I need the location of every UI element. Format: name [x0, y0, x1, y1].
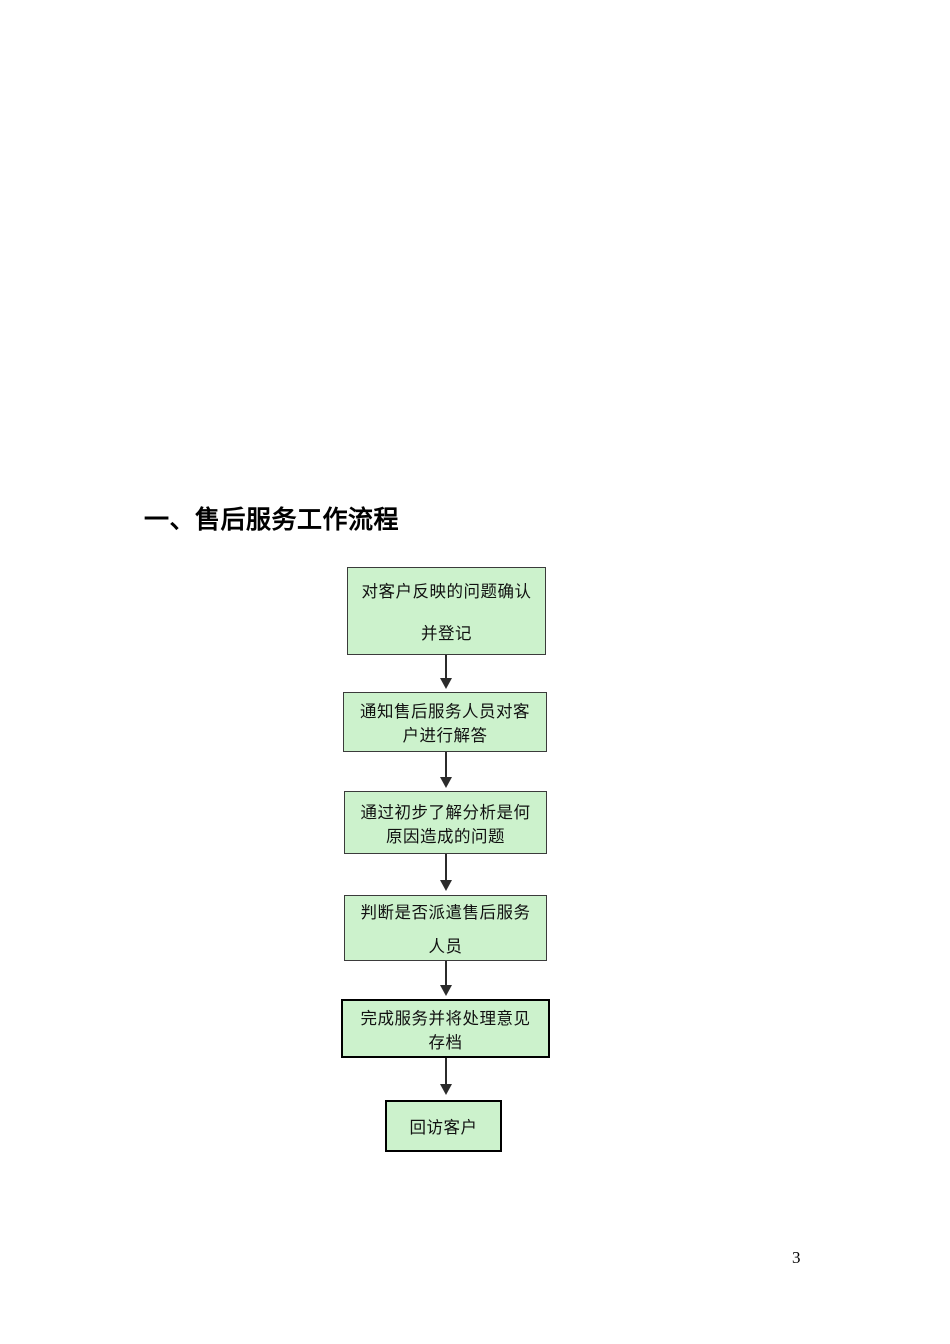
flow-node-label-line: 通过初步了解分析是何	[360, 802, 531, 822]
flow-node-follow-up-customer[interactable]: 回访客户	[385, 1100, 502, 1152]
flow-node-label-line: 人员	[428, 937, 463, 956]
connector-line-4	[445, 961, 447, 988]
connector-arrowhead-4	[440, 985, 452, 996]
flow-node-label-line: 存档	[428, 1032, 463, 1052]
flow-node-notify-service-staff[interactable]: 通知售后服务人员对客 户进行解答	[343, 692, 547, 752]
flow-node-label-line: 判断是否派遣售后服务	[360, 903, 531, 922]
flow-node-label-line: 完成服务并将处理意见	[360, 1008, 531, 1028]
flow-node-complete-and-archive[interactable]: 完成服务并将处理意见 存档	[341, 999, 550, 1058]
connector-arrowhead-1	[440, 678, 452, 689]
flow-node-decide-dispatch[interactable]: 判断是否派遣售后服务 人员	[344, 895, 547, 961]
flow-node-label-line: 并登记	[421, 624, 472, 643]
flow-node-label-line: 回访客户	[409, 1118, 478, 1137]
flow-node-label-line: 原因造成的问题	[386, 826, 505, 846]
connector-line-1	[445, 655, 447, 682]
connector-line-2	[445, 752, 447, 780]
connector-line-5	[445, 1058, 447, 1088]
connector-line-3	[445, 854, 447, 884]
flow-node-analyze-cause[interactable]: 通过初步了解分析是何 原因造成的问题	[344, 791, 547, 854]
flow-node-label-line: 户进行解答	[402, 726, 488, 745]
flow-node-label-line: 对客户反映的问题确认	[361, 582, 532, 601]
connector-arrowhead-5	[440, 1084, 452, 1095]
connector-arrowhead-3	[440, 880, 452, 891]
page-number: 3	[792, 1248, 801, 1267]
flow-node-label-line: 通知售后服务人员对客	[360, 702, 530, 721]
page-title: 一、售后服务工作流程	[144, 505, 400, 534]
connector-arrowhead-2	[440, 777, 452, 788]
flow-node-confirm-and-register[interactable]: 对客户反映的问题确认 并登记	[347, 567, 546, 655]
